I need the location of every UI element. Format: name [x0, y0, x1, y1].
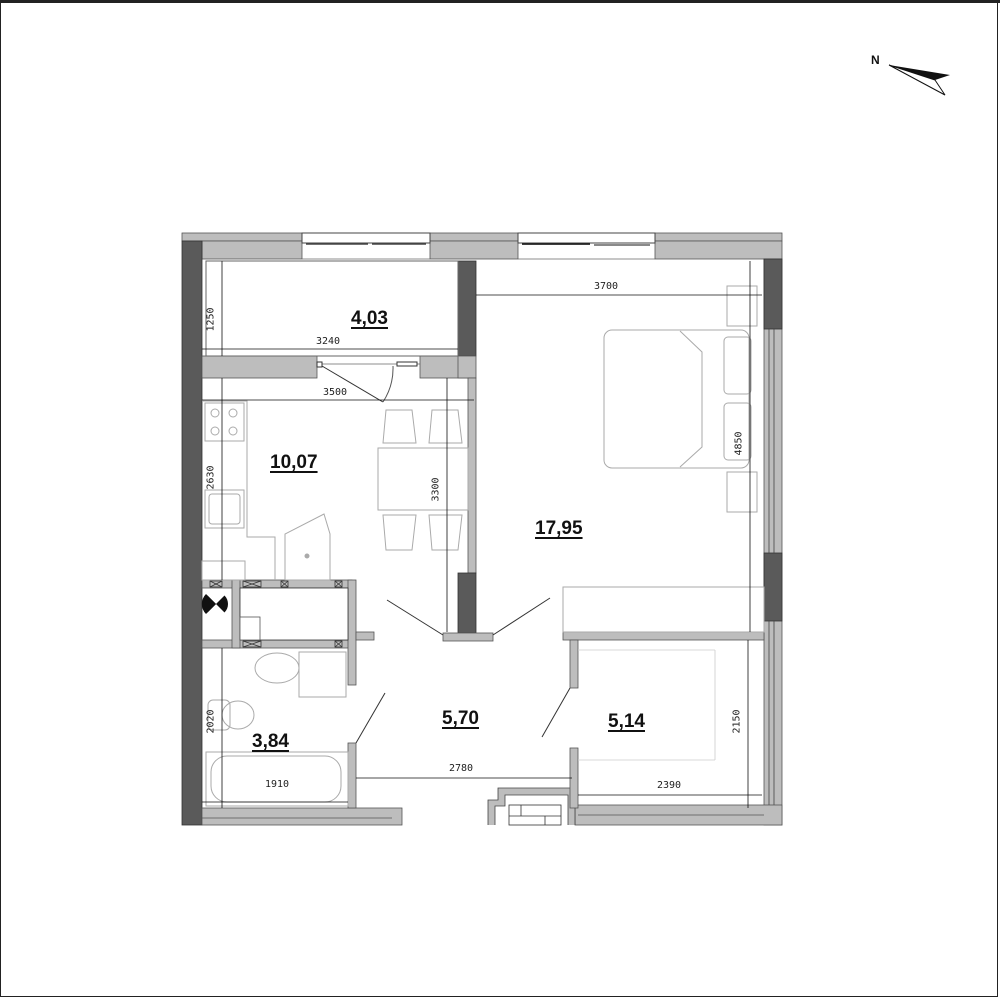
interior-walls	[201, 260, 765, 809]
shaft-element	[487, 787, 576, 826]
room-area-balcony: 4,03	[351, 308, 388, 329]
chair	[382, 409, 417, 444]
dim-storage-depth: 2150	[731, 709, 743, 734]
chair	[428, 514, 463, 551]
dim-kitchen-depth-right: 3300	[430, 477, 442, 502]
chair	[382, 514, 417, 551]
room-area-bedroom: 17,95	[535, 518, 583, 539]
dim-bathroom-width: 1910	[265, 779, 290, 790]
frame-top-border	[0, 0, 1000, 3]
toilet	[221, 700, 255, 730]
dim-kitchen-width: 3500	[323, 387, 348, 398]
ventilation-markers	[209, 580, 343, 648]
boiler-icon	[201, 589, 228, 619]
doors	[316, 361, 571, 744]
north-label: N	[871, 53, 880, 67]
dim-hallway-width: 2780	[449, 763, 474, 774]
room-area-kitchen: 10,07	[270, 452, 318, 473]
washbasin	[254, 652, 300, 684]
exterior-walls	[181, 232, 783, 826]
room-area-bathroom: 3,84	[252, 731, 289, 752]
north-arrow-icon	[888, 64, 950, 96]
dim-balcony-depth: 1250	[205, 307, 217, 332]
room-area-storage: 5,14	[608, 711, 645, 732]
sink-icon	[204, 489, 245, 529]
dimension-lines	[202, 261, 762, 808]
window-balcony	[301, 232, 431, 260]
dim-kitchen-depth-left: 2630	[205, 465, 217, 490]
dim-bathroom-depth: 2020	[205, 709, 217, 734]
room-area-hallway: 5,70	[442, 708, 479, 729]
stove-icon	[204, 402, 245, 442]
dining-table	[377, 447, 469, 511]
dim-bedroom-depth: 4850	[733, 431, 745, 456]
washing-machine	[298, 651, 347, 698]
chair	[428, 409, 463, 444]
furniture	[201, 260, 765, 807]
dim-storage-width: 2390	[657, 780, 682, 791]
dim-bedroom-width: 3700	[594, 281, 619, 292]
bed	[603, 329, 750, 469]
window-bedroom	[517, 232, 656, 260]
dim-balcony-width: 3240	[316, 336, 341, 347]
